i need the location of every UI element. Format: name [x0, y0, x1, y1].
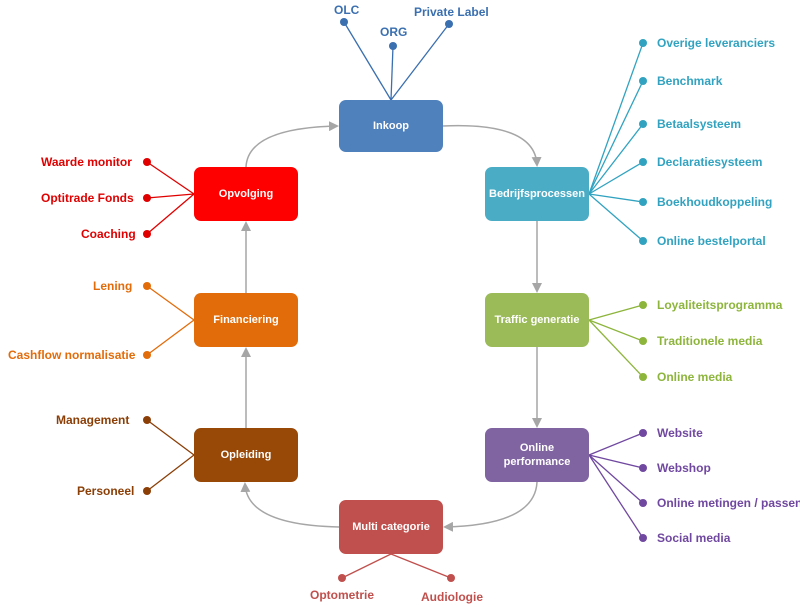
branch-dot-bedrijfsprocessen-4	[639, 198, 647, 206]
branch-dot-traffic-1	[639, 337, 647, 345]
branch-dot-traffic-2	[639, 373, 647, 381]
connector-multi-categorie-to-opleiding	[240, 482, 340, 528]
connector-opvolging-to-inkoop	[245, 121, 339, 168]
branch-label-optitrade-fonds: Optitrade Fonds	[41, 191, 134, 205]
branch-dot-online_performance-3	[639, 534, 647, 542]
branch-line-bedrijfsprocessen-3	[588, 161, 644, 195]
branch-dot-inkoop-1	[389, 42, 397, 50]
node-inkoop: Inkoop	[339, 100, 443, 152]
branch-label-personeel: Personeel	[77, 484, 135, 498]
branch-label-optometrie: Optometrie	[310, 588, 375, 602]
branch-label-overige-leveranciers: Overige leveranciers	[657, 36, 776, 50]
branch-line-online_performance-0	[588, 432, 644, 456]
branch-line-bedrijfsprocessen-5	[588, 193, 644, 242]
branch-dot-opvolging-0	[143, 158, 151, 166]
branch-line-inkoop-1	[390, 45, 394, 101]
branch-label-loyaliteitsprogramma: Loyaliteitsprogramma	[657, 298, 783, 312]
branch-label-online-media: Online media	[657, 370, 733, 384]
branch-label-boekhoudkoppeling: Boekhoudkoppeling	[657, 195, 773, 209]
branch-dot-inkoop-2	[445, 20, 453, 28]
branch-label-private-label: Private Label	[414, 5, 489, 19]
branch-dot-bedrijfsprocessen-5	[639, 237, 647, 245]
branch-line-traffic-1	[588, 319, 644, 342]
node-multi-categorie: Multi categorie	[339, 500, 443, 554]
branch-dot-opvolging-2	[143, 230, 151, 238]
branch-dot-multi_categorie-1	[447, 574, 455, 582]
branch-dot-bedrijfsprocessen-2	[639, 120, 647, 128]
branch-label-online-metingen-passen: Online metingen / passen	[657, 496, 800, 510]
branch-line-bedrijfsprocessen-4	[588, 193, 644, 203]
branch-dot-inkoop-0	[340, 18, 348, 26]
branch-dot-traffic-0	[639, 301, 647, 309]
branch-label-audiologie: Audiologie	[421, 590, 483, 604]
branch-line-opvolging-1	[146, 193, 195, 199]
branch-label-waarde-monitor: Waarde monitor	[41, 155, 132, 169]
branch-line-inkoop-0	[343, 21, 392, 101]
branch-label-betaalsysteem: Betaalsysteem	[657, 117, 742, 131]
branch-line-online_performance-2	[588, 454, 644, 504]
branch-dot-bedrijfsprocessen-3	[639, 158, 647, 166]
branch-label-cashflow-normalisatie: Cashflow normalisatie	[8, 348, 136, 362]
branch-label-olc: OLC	[334, 3, 360, 17]
branch-line-opvolging-0	[146, 161, 195, 195]
branch-label-lening: Lening	[93, 279, 133, 293]
node-opvolging: Opvolging	[194, 167, 298, 221]
branch-label-website: Website	[657, 426, 703, 440]
branch-label-management: Management	[56, 413, 130, 427]
branch-dot-online_performance-1	[639, 464, 647, 472]
branch-label-social-media: Social media	[657, 531, 731, 545]
connector-online-performance-to-multi-categorie	[443, 481, 538, 532]
branch-dot-online_performance-0	[639, 429, 647, 437]
branch-dot-financiering-0	[143, 282, 151, 290]
node-online-performance: Online performance	[485, 428, 589, 482]
branch-line-bedrijfsprocessen-1	[588, 80, 644, 195]
branch-line-multi_categorie-0	[341, 553, 392, 579]
node-traffic-generatie: Traffic generatie	[485, 293, 589, 347]
connector-inkoop-to-bedrijfsprocessen	[442, 124, 542, 167]
branch-line-opleiding-1	[146, 454, 195, 492]
branch-line-financiering-0	[146, 285, 195, 321]
branch-dot-multi_categorie-0	[338, 574, 346, 582]
branch-line-bedrijfsprocessen-2	[588, 123, 644, 195]
branch-label-coaching: Coaching	[81, 227, 136, 241]
branch-dot-bedrijfsprocessen-0	[639, 39, 647, 47]
branch-label-traditionele-media: Traditionele media	[657, 334, 763, 348]
branch-line-online_performance-3	[588, 454, 644, 539]
branch-line-opleiding-0	[146, 419, 195, 456]
branch-label-online-bestelportal: Online bestelportal	[657, 234, 766, 248]
branch-dot-opleiding-1	[143, 487, 151, 495]
branch-dot-opvolging-1	[143, 194, 151, 202]
branch-label-declaratiesysteem: Declaratiesysteem	[657, 155, 763, 169]
branch-line-opvolging-2	[146, 193, 195, 235]
branch-label-org: ORG	[380, 25, 408, 39]
node-bedrijfsprocessen: Bedrijfsprocessen	[485, 167, 589, 221]
branch-line-traffic-0	[588, 304, 644, 321]
branch-dot-financiering-1	[143, 351, 151, 359]
node-opleiding: Opleiding	[194, 428, 298, 482]
branch-line-multi_categorie-1	[390, 553, 452, 579]
node-financiering: Financiering	[194, 293, 298, 347]
branch-label-benchmark: Benchmark	[657, 74, 723, 88]
branch-line-bedrijfsprocessen-0	[588, 42, 644, 195]
branch-line-online_performance-1	[588, 454, 644, 469]
branch-line-inkoop-2	[390, 23, 450, 101]
branch-dot-opleiding-0	[143, 416, 151, 424]
branch-label-webshop: Webshop	[657, 461, 711, 475]
branch-line-financiering-1	[146, 319, 195, 356]
branch-line-traffic-2	[588, 319, 644, 378]
branch-dot-online_performance-2	[639, 499, 647, 507]
branch-dot-bedrijfsprocessen-1	[639, 77, 647, 85]
